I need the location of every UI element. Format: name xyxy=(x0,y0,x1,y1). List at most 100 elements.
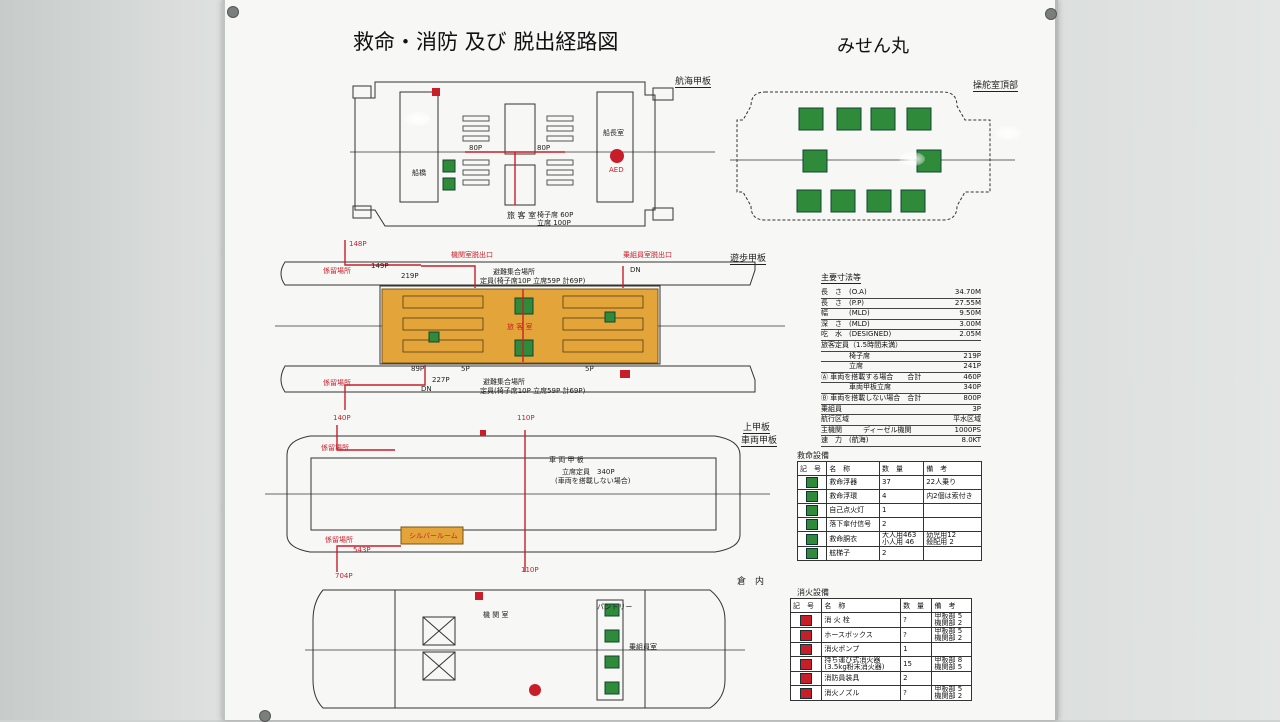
dimension-row: 車両甲板立席 340P xyxy=(821,383,981,394)
table-cell-qty: ? xyxy=(900,685,933,701)
promenade-cabin-label: 旅 客 室 xyxy=(507,323,533,331)
silver-room-label: シルバールーム xyxy=(409,532,458,540)
column-header: 名 称 xyxy=(826,461,880,476)
table-cell-note xyxy=(923,503,982,518)
fire-equipment-icon xyxy=(800,614,813,626)
dimension-key: 長 さ (O.A) xyxy=(821,288,867,296)
table-cell-name: 消 火 栓 xyxy=(821,612,902,628)
table-cell-qty: 4 xyxy=(878,489,925,504)
table-cell-qty: 大人用463 小人用 46 xyxy=(878,531,925,547)
dimension-key: 主機関 ディーゼル機関 xyxy=(821,425,912,434)
dimension-key: 車両甲板立席 xyxy=(821,383,891,392)
dimension-row: 幅 (MLD)9.50M xyxy=(821,309,981,320)
dimension-key: 吃 水 (DESIGNED) xyxy=(821,330,892,339)
table-cell-name: 持ち運び式消火器 (3.5kg粉末消火器) xyxy=(821,656,902,672)
dimension-value: 3P xyxy=(972,404,981,413)
symbol-cell xyxy=(789,671,823,686)
route-227p: 227P xyxy=(432,376,450,384)
promenade-deck-title: 遊歩甲板 xyxy=(730,251,767,265)
column-header: 名 称 xyxy=(821,598,902,613)
dimension-key: 長 さ (P.P) xyxy=(821,298,865,307)
table-cell-note xyxy=(923,546,982,561)
hold-title: 倉 内 xyxy=(737,577,765,587)
dimension-row: 深 さ (MLD)3.00M xyxy=(821,320,981,331)
dimension-value: 平水区域 xyxy=(953,415,981,424)
route-704p: 704P xyxy=(335,572,353,580)
dimension-key: 旅客定員（1.5時間未満） xyxy=(821,340,903,349)
dimension-row: 長 さ (P.P)27.55M xyxy=(821,299,981,310)
vehicle-deck-title: 車両甲板 xyxy=(741,433,778,447)
light-reflection xyxy=(899,152,925,166)
table-cell-name: 消火ポンプ xyxy=(821,642,902,657)
dimension-row: 旅客定員（1.5時間未満） xyxy=(821,341,981,352)
dimension-value: 219P xyxy=(963,351,981,360)
table-cell-note: 内2個は索付き xyxy=(923,489,982,504)
column-header: 備 考 xyxy=(923,461,982,476)
bridge-label: 船橋 xyxy=(412,169,426,177)
column-header: 数 量 xyxy=(900,598,933,613)
table-cell-qty: ? xyxy=(900,627,933,643)
captain-room-label: 船長室 xyxy=(603,129,624,137)
pantry-label: パントリー xyxy=(597,603,633,611)
table-cell-name: 消防員装具 xyxy=(821,671,902,686)
vehicle-area-label: 車 両 甲 板 xyxy=(549,456,584,464)
table-cell-name: 救命浮器 xyxy=(826,475,880,490)
table-cell-name: 救命浮環 xyxy=(826,489,880,504)
fire-equipment-icon xyxy=(800,629,813,641)
nav-standing-label: 立席 100P xyxy=(537,219,571,227)
evacuation-plan-board: 救命・消防 及び 脱出経路図 みせん丸 航海甲板 操舵室頂部 遊歩甲板 上甲板 … xyxy=(222,0,1058,722)
corner-screw xyxy=(1045,8,1057,20)
dimension-row: 速 力 (航海)8.0KT xyxy=(821,436,981,447)
dimensions-heading: 主要寸法等 xyxy=(821,273,861,284)
route-219p: 219P xyxy=(401,272,419,280)
symbol-cell xyxy=(796,531,828,547)
table-cell-note xyxy=(931,642,972,657)
upper-mooring-bottom-label: 係留場所 xyxy=(325,536,353,544)
symbol-cell xyxy=(796,475,828,490)
dn-label-1: DN xyxy=(630,266,641,274)
deck-plans-drawing xyxy=(265,81,1015,709)
dimension-key: 椅子席 xyxy=(821,351,870,360)
capacity-top-label: 定員(椅子席10P 立席59P 計69P) xyxy=(480,277,586,285)
table-cell-qty: 15 xyxy=(900,656,933,672)
fire-equipment-icon xyxy=(800,644,813,655)
dimension-row: 航行区域平水区域 xyxy=(821,415,981,426)
table-cell-note: 幼児用12 殺配用 2 xyxy=(923,531,982,547)
dimension-value: 3.00M xyxy=(959,319,981,328)
symbol-cell xyxy=(789,627,823,643)
dimension-key: Ⓑ 車両を搭載しない場合 合計 xyxy=(821,393,922,402)
column-header: 数 量 xyxy=(878,461,925,476)
corner-screw xyxy=(227,6,239,18)
board-title: 救命・消防 及び 脱出経路図 xyxy=(353,30,619,54)
table-cell-note: 甲板部 5 機関部 2 xyxy=(931,685,972,701)
route-149p: 149P xyxy=(371,262,389,270)
table-cell-note: 甲板部 8 機関部 5 xyxy=(931,656,972,672)
column-header: 備 考 xyxy=(931,598,972,613)
ship-name: みせん丸 xyxy=(837,36,909,57)
dimension-value: 241P xyxy=(963,362,981,371)
fire-equipment-icon xyxy=(800,673,813,684)
lifesaving-equipment-icon xyxy=(806,519,819,530)
table-cell-note xyxy=(923,517,982,532)
table-header-row: 記 号 名 称 数 量 備 考 xyxy=(789,598,972,613)
lifesaving-equipment-icon xyxy=(806,477,819,488)
lifesaving-equipment-icon xyxy=(806,505,819,516)
column-header: 記 号 xyxy=(789,598,823,613)
table-row: 消火ノズル?甲板部 5 機関部 2 xyxy=(789,685,972,701)
route-110p-bottom: 110P xyxy=(521,566,539,574)
table-row: 消 火 栓?甲板部 5 機関部 2 xyxy=(789,612,972,628)
dimension-value: 34.70M xyxy=(954,288,981,296)
dimension-value: 340P xyxy=(963,383,981,392)
dimension-row: 長 さ (O.A) 34.70M xyxy=(821,288,981,299)
symbol-cell xyxy=(789,685,823,701)
table-cell-qty: 2 xyxy=(878,517,925,532)
